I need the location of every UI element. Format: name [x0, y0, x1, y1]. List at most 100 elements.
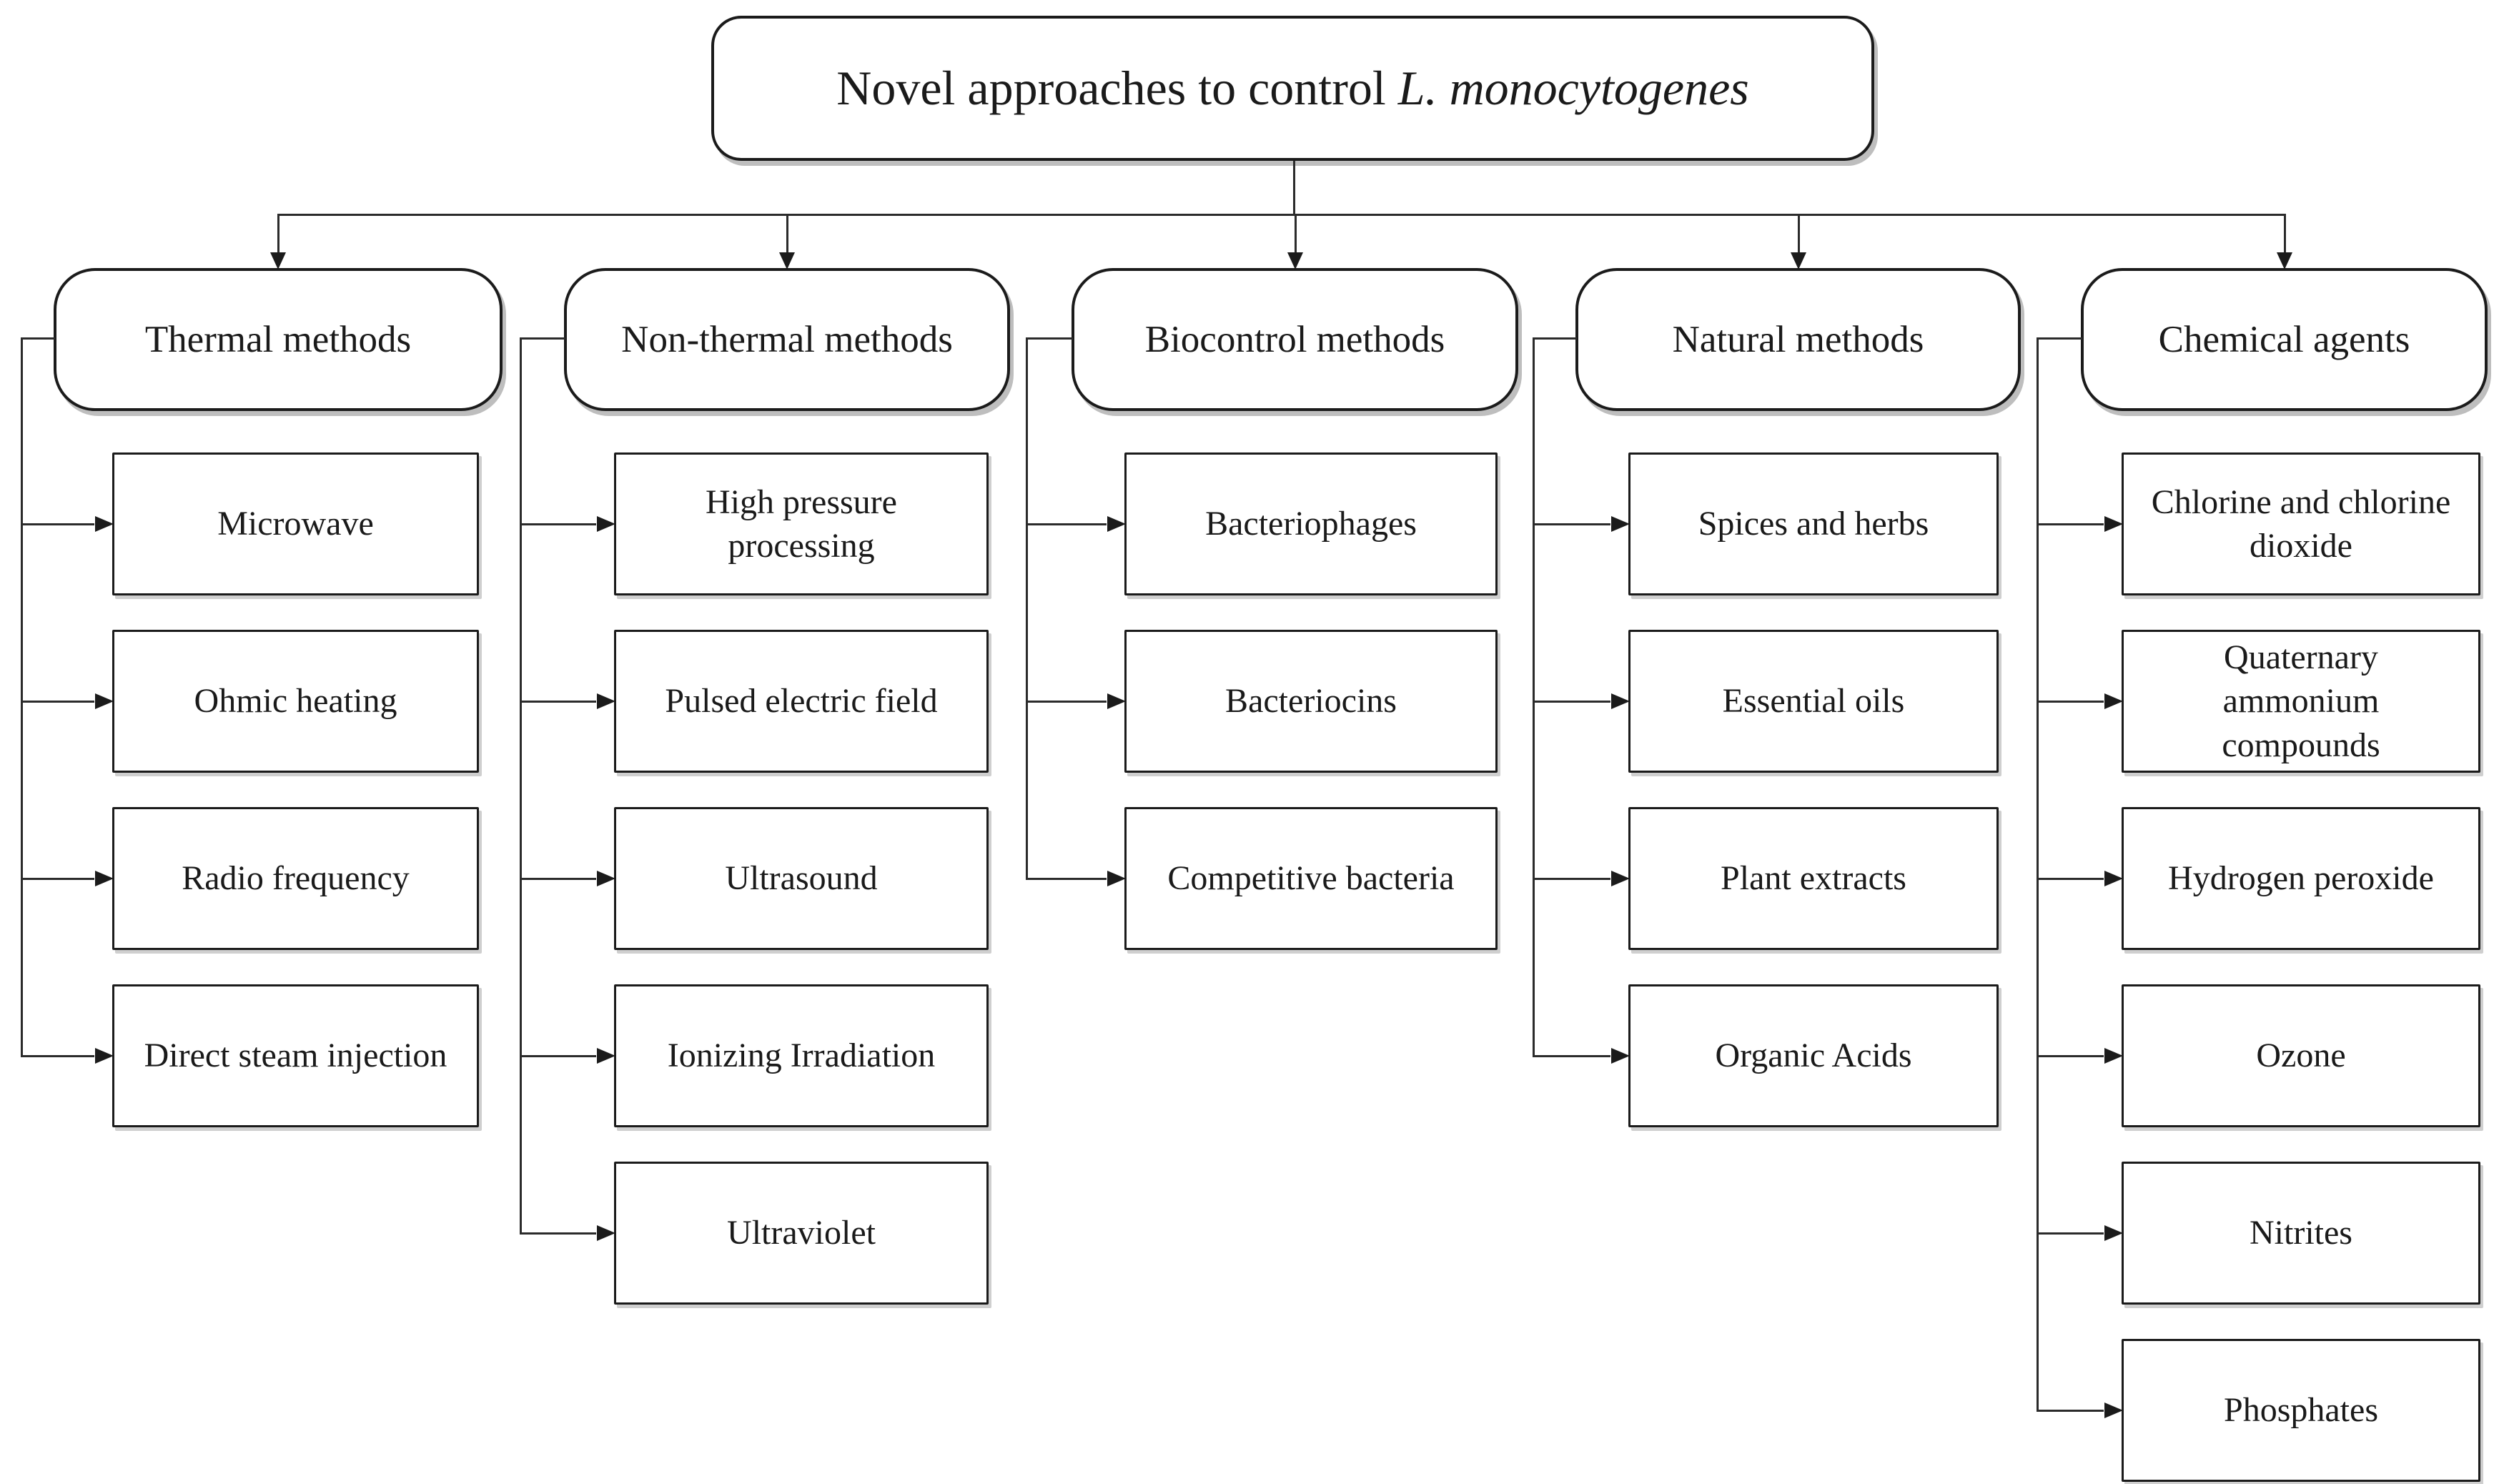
arrowhead-down-icon	[779, 252, 795, 269]
connector-branch	[519, 1232, 596, 1235]
arrowhead-right-icon	[2104, 1048, 2123, 1064]
leaf-box-ultraviolet: Ultraviolet	[614, 1162, 989, 1305]
arrowhead-down-icon	[1287, 252, 1303, 269]
connector-branch	[2036, 1232, 2104, 1235]
leaf-box-spices-and-herbs-label: Spices and herbs	[1698, 505, 1929, 543]
arrowhead-right-icon	[2104, 1225, 2123, 1241]
leaf-box-ozone: Ozone	[2122, 984, 2480, 1127]
arrowhead-right-icon	[95, 1048, 114, 1064]
arrowhead-right-icon	[2104, 871, 2123, 886]
category-box-non-thermal-methods-label: Non-thermal methods	[621, 319, 953, 360]
connector-drop	[1797, 214, 1800, 252]
category-box-thermal-methods: Thermal methods	[54, 268, 503, 411]
leaf-box-bacteriophages-label: Bacteriophages	[1205, 505, 1417, 543]
connector-stub	[20, 337, 55, 340]
arrowhead-right-icon	[2104, 693, 2123, 709]
connector-branch	[519, 700, 596, 703]
arrowhead-right-icon	[1107, 516, 1126, 532]
leaf-box-quaternary-ammonium-compounds-label: Quaternary ammonium compounds	[2222, 638, 2380, 764]
leaf-box-direct-steam-injection-label: Direct steam injection	[144, 1037, 447, 1075]
connector-branch	[20, 1054, 94, 1057]
leaf-box-quaternary-ammonium-compounds: Quaternary ammonium compounds	[2122, 630, 2480, 773]
leaf-box-radio-frequency-label: Radio frequency	[182, 859, 410, 898]
leaf-box-hydrogen-peroxide: Hydrogen peroxide	[2122, 807, 2480, 950]
connector-branch	[20, 700, 94, 703]
connector-title-drop	[1292, 161, 1295, 214]
arrowhead-right-icon	[1611, 1048, 1630, 1064]
leaf-box-essential-oils: Essential oils	[1628, 630, 1999, 773]
arrowhead-right-icon	[597, 693, 615, 709]
category-box-chemical-agents: Chemical agents	[2081, 268, 2488, 411]
connector-branch	[2036, 877, 2104, 880]
leaf-box-high-pressure-processing: High pressure processing	[614, 452, 989, 595]
connector-branch	[1025, 523, 1107, 525]
connector-trunk	[2036, 337, 2039, 1412]
leaf-box-direct-steam-injection: Direct steam injection	[112, 984, 479, 1127]
connector-branch	[1532, 1054, 1610, 1057]
connector-branch	[2036, 700, 2104, 703]
connector-branch	[20, 523, 94, 525]
arrowhead-down-icon	[1791, 252, 1806, 269]
root-node-label: Novel approaches to control L. monocytog…	[836, 60, 1749, 117]
leaf-box-organic-acids: Organic Acids	[1628, 984, 1999, 1127]
arrowhead-right-icon	[2104, 516, 2123, 532]
arrowhead-right-icon	[95, 871, 114, 886]
leaf-box-competitive-bacteria: Competitive bacteria	[1124, 807, 1498, 950]
leaf-box-high-pressure-processing-label: High pressure processing	[706, 483, 897, 565]
connector-branch	[1532, 523, 1610, 525]
connector-stub	[519, 337, 565, 340]
arrowhead-right-icon	[2104, 1403, 2123, 1418]
connector-drop	[2283, 214, 2286, 252]
leaf-box-competitive-bacteria-label: Competitive bacteria	[1167, 859, 1455, 898]
connector-trunk	[519, 337, 522, 1235]
leaf-box-spices-and-herbs: Spices and herbs	[1628, 452, 1999, 595]
arrowhead-right-icon	[597, 1048, 615, 1064]
leaf-box-microwave: Microwave	[112, 452, 479, 595]
leaf-box-ultrasound: Ultrasound	[614, 807, 989, 950]
leaf-box-bacteriocins-label: Bacteriocins	[1225, 682, 1397, 721]
leaf-box-phosphates-label: Phosphates	[2224, 1391, 2378, 1430]
connector-branch	[1025, 700, 1107, 703]
arrowhead-right-icon	[1611, 693, 1630, 709]
connector-trunk	[20, 337, 23, 1057]
leaf-box-organic-acids-label: Organic Acids	[1715, 1037, 1912, 1075]
category-box-natural-methods: Natural methods	[1575, 268, 2021, 411]
leaf-box-ultrasound-label: Ultrasound	[725, 859, 878, 898]
category-box-biocontrol-methods-label: Biocontrol methods	[1144, 319, 1445, 360]
connector-stub	[1532, 337, 1577, 340]
connector-stub	[1025, 337, 1073, 340]
leaf-box-ultraviolet-label: Ultraviolet	[727, 1214, 876, 1252]
leaf-box-ionizing-irradiation-label: Ionizing Irradiation	[667, 1037, 936, 1075]
leaf-box-plant-extracts: Plant extracts	[1628, 807, 1999, 950]
category-box-non-thermal-methods: Non-thermal methods	[564, 268, 1010, 411]
connector-bus	[277, 213, 2286, 216]
connector-branch	[1532, 700, 1610, 703]
arrowhead-right-icon	[95, 693, 114, 709]
leaf-box-nitrites-label: Nitrites	[2250, 1214, 2352, 1252]
leaf-box-ozone-label: Ozone	[2256, 1037, 2346, 1075]
leaf-box-plant-extracts-label: Plant extracts	[1721, 859, 1906, 898]
connector-branch	[20, 877, 94, 880]
category-box-chemical-agents-label: Chemical agents	[2158, 319, 2410, 360]
connector-drop	[786, 214, 788, 252]
arrowhead-right-icon	[1107, 871, 1126, 886]
arrowhead-right-icon	[1611, 871, 1630, 886]
leaf-box-ohmic-heating-label: Ohmic heating	[194, 682, 397, 721]
connector-branch	[2036, 1409, 2104, 1412]
connector-trunk	[1532, 337, 1535, 1057]
connector-drop	[277, 214, 279, 252]
root-title-text: Novel approaches to control	[836, 61, 1398, 115]
leaf-box-chlorine-and-chlorine-dioxide-label: Chlorine and chlorine dioxide	[2151, 483, 2451, 565]
arrowhead-right-icon	[95, 516, 114, 532]
leaf-box-radio-frequency: Radio frequency	[112, 807, 479, 950]
arrowhead-down-icon	[270, 252, 286, 269]
category-box-thermal-methods-label: Thermal methods	[144, 319, 412, 360]
category-box-biocontrol-methods: Biocontrol methods	[1072, 268, 1518, 411]
connector-branch	[1025, 877, 1107, 880]
leaf-box-ionizing-irradiation: Ionizing Irradiation	[614, 984, 989, 1127]
leaf-box-hydrogen-peroxide-label: Hydrogen peroxide	[2168, 859, 2434, 898]
leaf-box-ohmic-heating: Ohmic heating	[112, 630, 479, 773]
category-box-natural-methods-label: Natural methods	[1672, 319, 1924, 360]
leaf-box-bacteriophages: Bacteriophages	[1124, 452, 1498, 595]
